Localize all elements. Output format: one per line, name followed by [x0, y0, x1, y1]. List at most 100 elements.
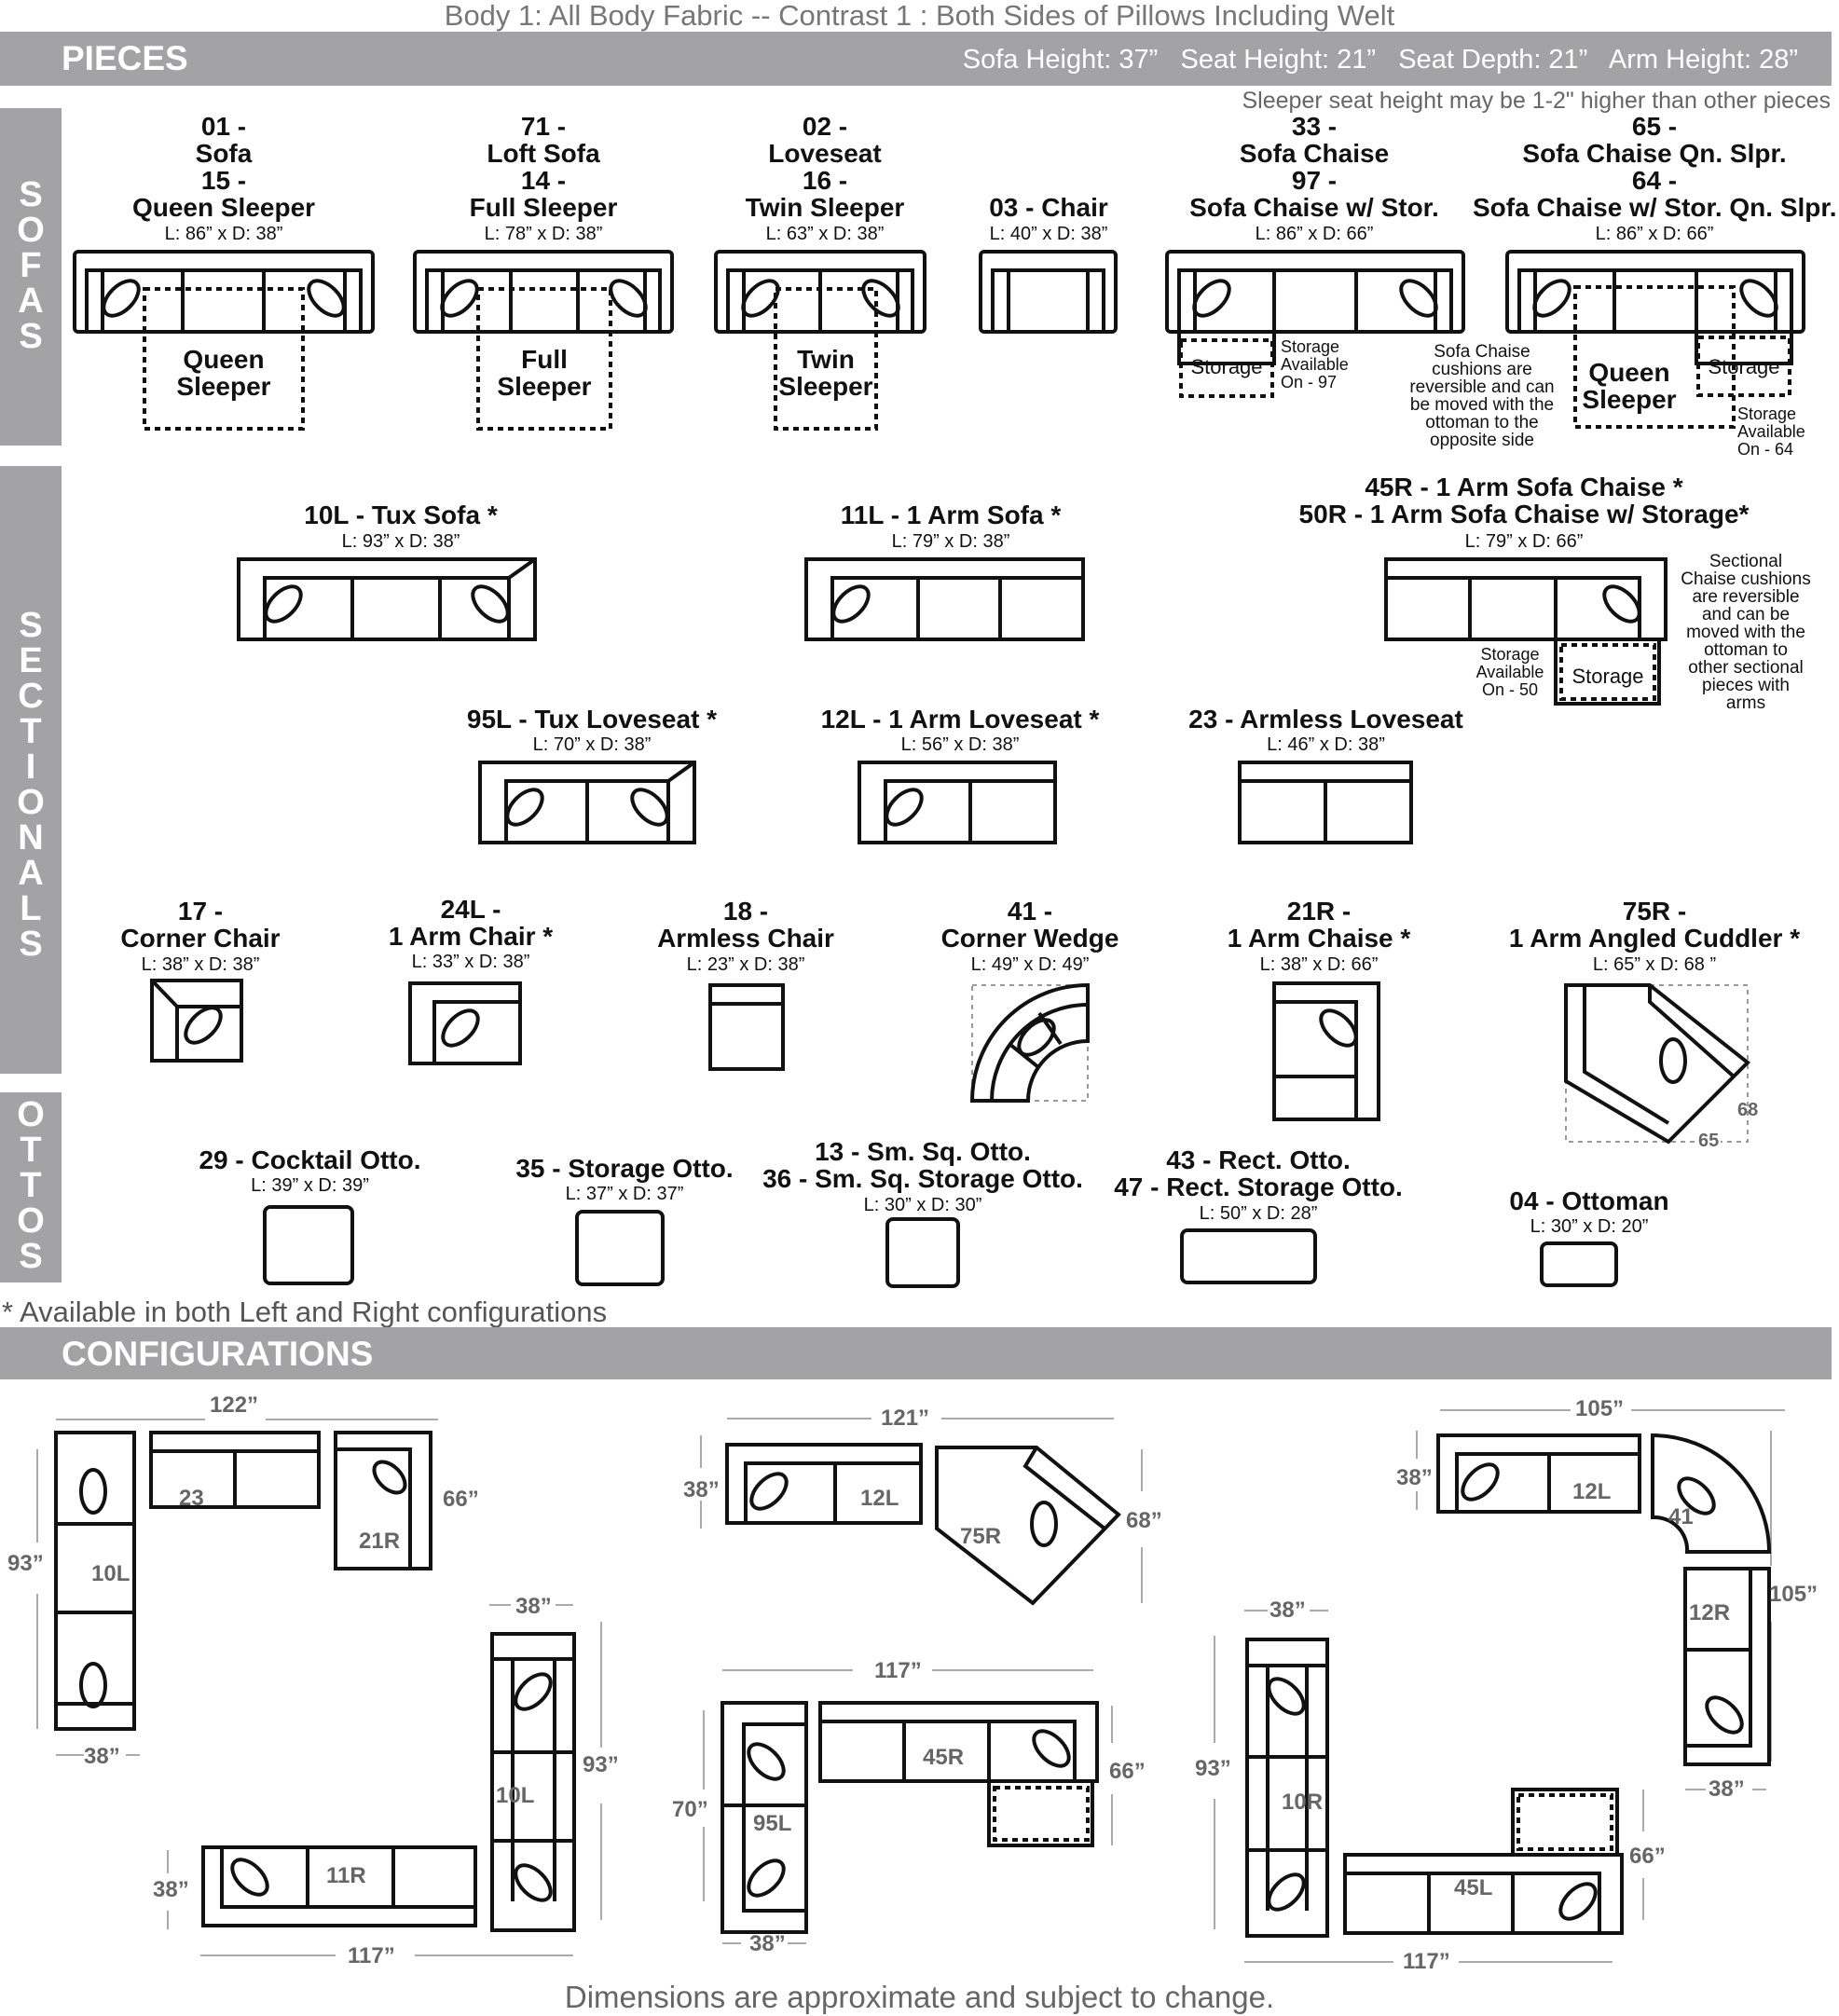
ottoman-04-dim: L: 30” x D: 20” [1530, 1216, 1649, 1237]
footer-note: Dimensions are approximate and subject t… [564, 1980, 1275, 2014]
cocktail-otto-29-dim: L: 39” x D: 39” [251, 1175, 369, 1196]
configuration-1-drawing [36, 1419, 438, 1756]
tux-loveseat-95l-dim: L: 70” x D: 38” [532, 734, 652, 755]
cocktail-otto-29-name: 29 - Cocktail Otto. [199, 1145, 421, 1174]
configuration-4-drawing [167, 1604, 602, 1956]
config2-piece-75r: 75R [960, 1524, 1002, 1549]
rect-otto-43-dim: L: 50” x D: 28” [1199, 1203, 1318, 1224]
armless-chair-18-dim: L: 23” x D: 38” [686, 954, 805, 975]
sofa-02-drawing [714, 250, 926, 431]
storage-otto-35-name: 35 - Storage Otto. [515, 1154, 734, 1183]
config1-piece-23: 23 [179, 1486, 204, 1511]
config4-piece-10l: 10L [496, 1783, 535, 1808]
config5-bottom: 38” [749, 1931, 786, 1956]
one-arm-chair-24l-drawing [408, 981, 522, 1065]
armless-loveseat-23-dim: L: 46” x D: 38” [1267, 734, 1385, 755]
one-arm-sofa-11l-dim: L: 79” x D: 38” [891, 531, 1010, 552]
one-arm-sofa-11l-drawing [804, 557, 1085, 641]
angled-cuddler-75r-dim: L: 65” x D: 68 ” [1592, 954, 1717, 975]
config1-height: 93” [7, 1551, 44, 1576]
one-arm-chair-24l-dim: L: 33” x D: 38” [411, 952, 530, 972]
configurations-title: CONFIGURATIONS [62, 1335, 374, 1373]
ottoman-04-name: 04 - Ottoman [1509, 1186, 1669, 1215]
config4-width: 117” [348, 1943, 395, 1968]
config5-height: 70” [672, 1797, 708, 1822]
sofa-chaise-33-dim: L: 86” x D: 66” [1255, 224, 1374, 244]
sofa-02-sleeper-label: Twin Sleeper [778, 345, 873, 401]
armless-loveseat-23-name: 23 - Armless Loveseat [1188, 705, 1463, 734]
sofa-chaise-45r-storage-note: Storage Available On - 50 [1475, 645, 1544, 699]
config6-depth: 66” [1629, 1844, 1666, 1869]
config2-piece-12l: 12L [860, 1486, 899, 1511]
one-arm-sofa-11l-name: 11L - 1 Arm Sofa * [840, 501, 1062, 529]
one-arm-loveseat-12l-dim: L: 56” x D: 38” [900, 734, 1020, 755]
cuddler-length-label: 65 [1696, 1131, 1722, 1152]
config1-bottom: 38” [84, 1744, 120, 1769]
config1-piece-10l: 10L [91, 1561, 130, 1586]
sofa-chaise-65-storage-note: Storage Available On - 64 [1737, 405, 1805, 459]
corner-wedge-41-drawing [969, 982, 1090, 1103]
one-arm-sofa-chaise-45r-name: 45R - 1 Arm Sofa Chaise * 50R - 1 Arm So… [1298, 473, 1750, 528]
configuration-3-drawing [1416, 1409, 1785, 1790]
tux-sofa-10l-name: 10L - Tux Sofa * [304, 501, 498, 529]
sofa-chaise-65-storage-label: Storage [1708, 355, 1780, 378]
tux-sofa-10l-drawing [237, 557, 537, 641]
sectional-cushion-note: Sectional Chaise cushions are reversible… [1681, 552, 1811, 713]
config3-bottom: 38” [1709, 1776, 1745, 1802]
corner-chair-17-name: 17 - Corner Chair [120, 897, 281, 953]
corner-wedge-41-dim: L: 49” x D: 49” [970, 954, 1090, 975]
config1-piece-21r: 21R [359, 1529, 401, 1554]
angled-cuddler-75r-name: 75R - 1 Arm Angled Cuddler * [1508, 897, 1801, 953]
sofa-chaise-33-name: 33 - Sofa Chaise 97 - Sofa Chaise w/ Sto… [1189, 112, 1439, 222]
chair-03-dim: L: 40” x D: 38” [989, 224, 1108, 244]
tux-sofa-10l-dim: L: 93” x D: 38” [341, 531, 460, 552]
chair-03-drawing [979, 250, 1118, 334]
armless-chair-18-drawing [708, 983, 785, 1071]
sofa-02-dim: L: 63” x D: 38” [765, 224, 885, 244]
armless-loveseat-23-drawing [1238, 761, 1413, 844]
pieces-dimensions: Sofa Height: 37” Seat Height: 21” Seat D… [962, 45, 1798, 75]
one-arm-chaise-21r-name: 21R - 1 Arm Chaise * [1227, 897, 1411, 953]
cuddler-depth-label: 68 [1737, 1100, 1759, 1120]
config3-side: 38” [1396, 1465, 1433, 1490]
config4-top: 38” [515, 1594, 552, 1619]
storage-otto-35-dim: L: 37” x D: 37” [565, 1184, 684, 1204]
sofa-chaise-65-name: 65 - Sofa Chaise Qn. Slpr. 64 - Sofa Cha… [1473, 112, 1837, 222]
config3-piece-12l: 12L [1572, 1479, 1612, 1504]
config5-piece-95l: 95L [753, 1811, 792, 1836]
config6-top: 38” [1269, 1598, 1306, 1623]
config5-piece-45r: 45R [923, 1745, 965, 1770]
corner-chair-17-dim: L: 38” x D: 38” [141, 954, 260, 975]
sofa-chaise-33-storage-label: Storage [1190, 355, 1263, 378]
one-arm-loveseat-12l-name: 12L - 1 Arm Loveseat * [820, 705, 1100, 734]
config4-side: 38” [153, 1877, 189, 1902]
pieces-header-bar: PIECES Sofa Height: 37” Seat Height: 21”… [0, 32, 1832, 86]
angled-cuddler-75r-drawing [1564, 983, 1751, 1145]
fabric-note: Body 1: All Body Fabric -- Contrast 1 : … [444, 0, 1395, 32]
rect-otto-43-name: 43 - Rect. Otto. 47 - Rect. Storage Otto… [1114, 1145, 1403, 1201]
config2-height: 68” [1126, 1508, 1162, 1533]
config5-width: 117” [874, 1658, 922, 1683]
one-arm-loveseat-12l-drawing [858, 761, 1057, 844]
config6-width: 117” [1403, 1949, 1450, 1974]
chair-03-name: 03 - Chair [989, 193, 1108, 222]
sofa-01-name: 01 - Sofa 15 - Queen Sleeper [131, 112, 316, 222]
tux-loveseat-95l-name: 95L - Tux Loveseat * [466, 705, 718, 734]
config4-piece-11r: 11R [326, 1863, 366, 1888]
corner-chair-17-drawing [150, 979, 243, 1063]
sofa-01-sleeper-label: Queen Sleeper [176, 345, 271, 401]
armless-chair-18-name: 18 - Armless Chair [657, 897, 834, 953]
sofa-chaise-33-storage-note: Storage Available On - 97 [1281, 337, 1349, 391]
sofa-chaise-33-drawing [1165, 250, 1465, 398]
pieces-title: PIECES [62, 39, 188, 77]
corner-wedge-41-name: 41 - Corner Wedge [940, 897, 1119, 953]
config1-width: 122” [210, 1392, 259, 1418]
config3-piece-41: 41 [1668, 1504, 1694, 1529]
small-square-otto-13-dim: L: 30” x D: 30” [863, 1195, 982, 1215]
one-arm-sofa-chaise-45r-drawing [1384, 557, 1667, 706]
sleeper-note: Sleeper seat height may be 1-2" higher t… [1242, 88, 1832, 114]
small-square-otto-13-name: 13 - Sm. Sq. Otto. 36 - Sm. Sq. Storage … [762, 1137, 1083, 1193]
